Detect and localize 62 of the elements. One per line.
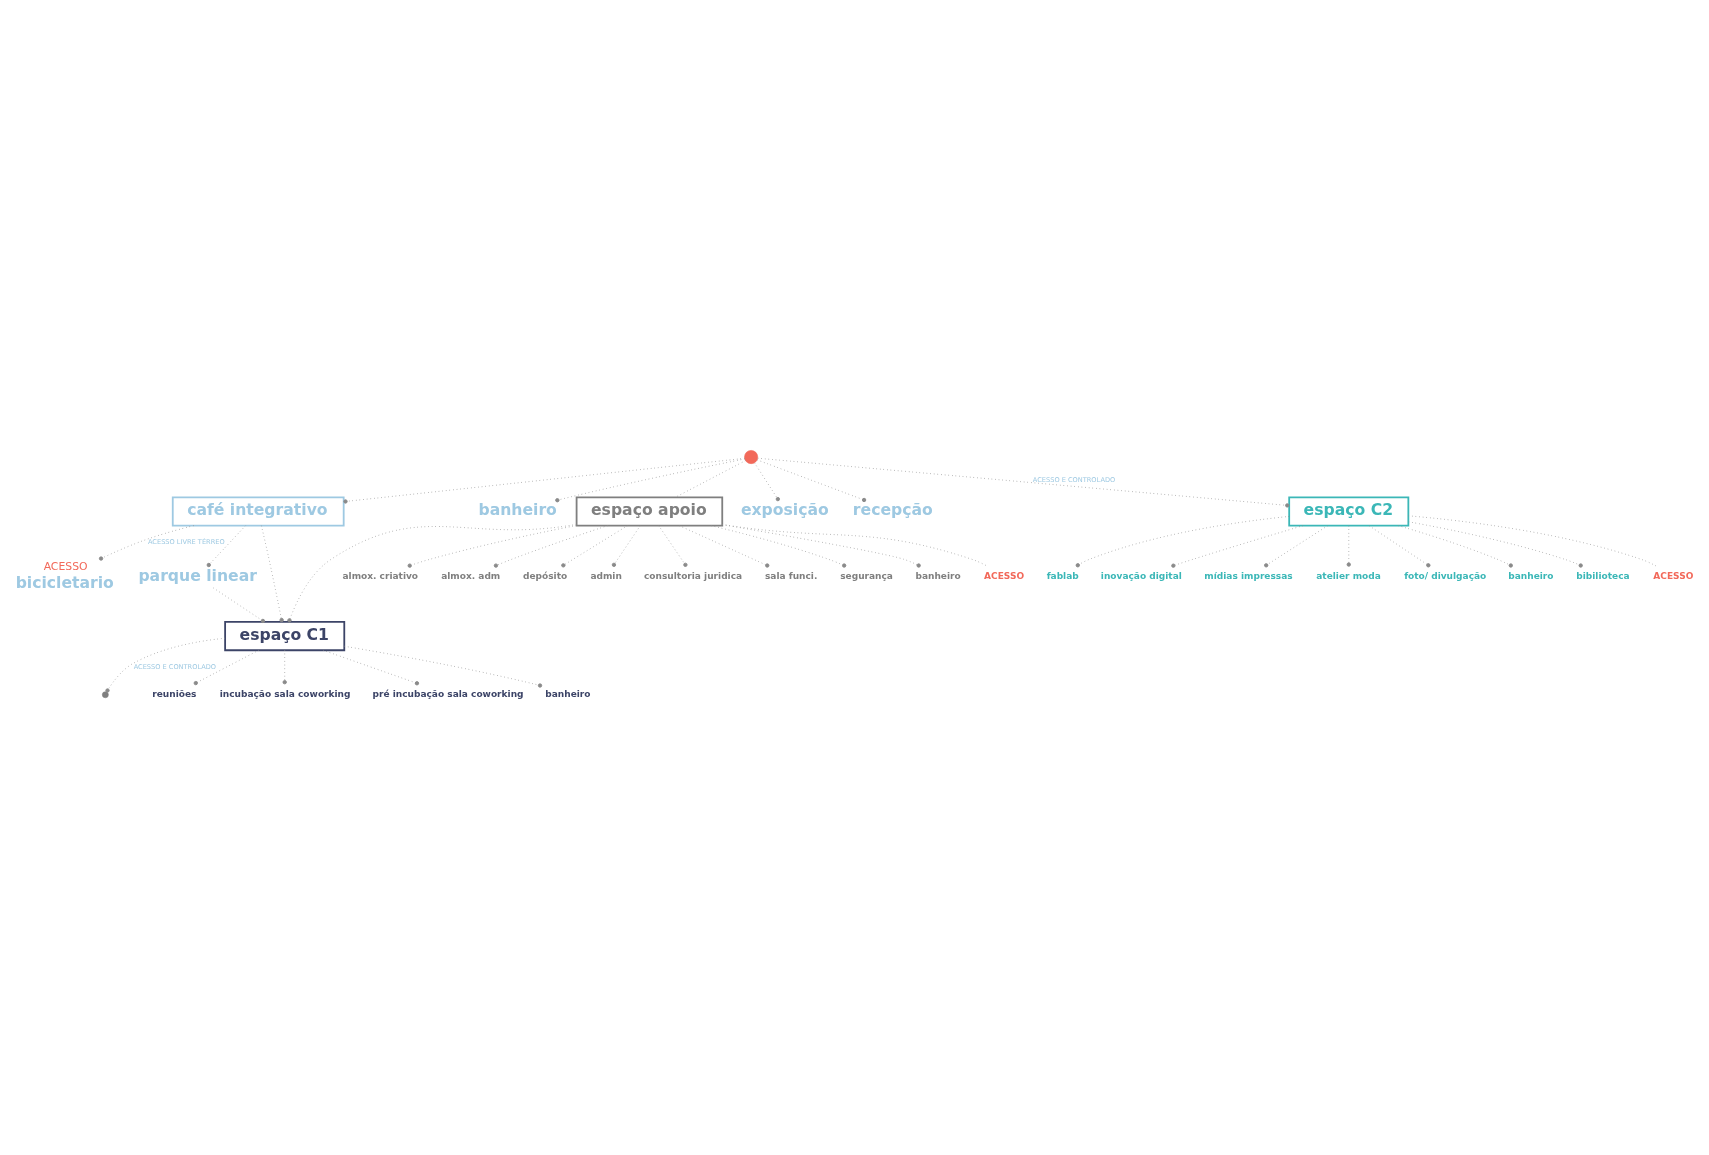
node-text: banheiro (545, 688, 591, 699)
node-box: espaço apoio (575, 495, 724, 527)
connector (710, 524, 847, 568)
node-text: incubação sala coworking (219, 688, 351, 699)
node-box: espaço C2 (1288, 495, 1410, 527)
connector (1346, 524, 1351, 567)
connector (1368, 524, 1431, 567)
node-text: banheiro (1508, 570, 1554, 581)
node-circle (102, 690, 109, 698)
connector (658, 524, 688, 567)
node-text: sala funci. (764, 570, 818, 581)
connector (756, 458, 867, 502)
node-text: ACESSO (984, 570, 1025, 581)
connector (674, 459, 746, 498)
connector (407, 524, 577, 568)
node-box: café integrativo (171, 495, 345, 527)
connector (282, 649, 287, 684)
node-text: parque linear (138, 565, 257, 585)
connector (1408, 520, 1583, 568)
connector (322, 649, 420, 685)
connector (343, 457, 745, 504)
connector (260, 524, 284, 622)
node-text: fablab (1046, 570, 1079, 581)
node-text: almox. adm (441, 570, 501, 581)
node-text: bibilioteca (1576, 570, 1630, 581)
node-text: inovação digital (1100, 570, 1182, 581)
node-text: bicicletario (15, 572, 114, 592)
connector (1397, 524, 1513, 568)
node-text: depósito (523, 570, 568, 581)
connector (678, 524, 770, 568)
node-text: almox. criativo (342, 570, 419, 581)
node-text: mídias impressas (1204, 570, 1293, 581)
connector (193, 649, 260, 685)
connector (1264, 524, 1329, 567)
node-text: banheiro (478, 499, 557, 519)
connector (105, 637, 226, 693)
connector (206, 524, 246, 567)
connector (1075, 515, 1290, 567)
connector (1408, 514, 1658, 567)
connector (213, 587, 266, 623)
connector (287, 523, 577, 622)
node-text: exposição (740, 499, 829, 519)
node-text: consultoria juridica (644, 570, 743, 581)
node-text: recepção (852, 499, 933, 519)
connector (754, 461, 780, 501)
node-text: atelier moda (1316, 570, 1381, 581)
connector (757, 457, 1290, 508)
node-text: admin (590, 570, 622, 581)
connector (1171, 524, 1304, 568)
node-text: pré incubação sala coworking (372, 688, 524, 699)
node-text: ACESSO (1653, 570, 1694, 581)
node-circle (744, 449, 759, 464)
node-text: foto/ divulgação (1404, 570, 1487, 581)
connector (555, 457, 746, 502)
node-text: banheiro (915, 570, 961, 581)
connector (493, 524, 608, 568)
node-text: reuniões (152, 688, 197, 699)
connector (561, 524, 628, 567)
connector (98, 524, 195, 561)
connector (344, 645, 543, 688)
node-text: segurança (840, 570, 893, 581)
node-label: ACESSO (43, 559, 88, 573)
